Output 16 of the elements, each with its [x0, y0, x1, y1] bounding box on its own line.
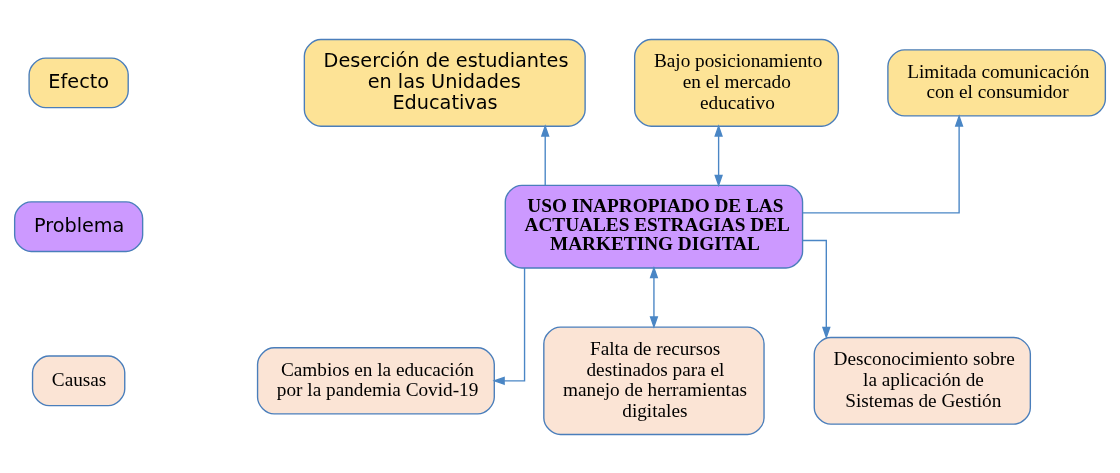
- node-box: Efecto: [28, 56, 129, 108]
- arrow: [802, 113, 964, 214]
- arrow: [649, 265, 659, 329]
- node-box: Cambios en la educación por la pandemia Covid-19: [256, 346, 495, 415]
- node-box: Falta de recursos destinados para el manejo de herramientas digitales: [543, 325, 765, 435]
- node-box: Problema: [13, 200, 144, 252]
- node-box: Bajo posicionamiento en el mercado educativo: [633, 38, 840, 127]
- node-box: Deserción de estudiantes en las Unidades Educativas: [303, 38, 586, 127]
- node-box: Causas: [31, 354, 126, 406]
- node-box: USO INAPROPIADO DE LAS ACTUALES ESTRAGIAS DEL MARKETING DIGITAL: [504, 184, 804, 269]
- node-box: Limitada comunicación con el consumidor: [887, 48, 1107, 117]
- arrow: [802, 239, 831, 339]
- arrow: [492, 266, 526, 385]
- node-box: Desconocimiento sobre la aplicación de Sistemas de Gestión: [813, 336, 1032, 425]
- arrow: [540, 123, 550, 186]
- arrow: [714, 123, 723, 187]
